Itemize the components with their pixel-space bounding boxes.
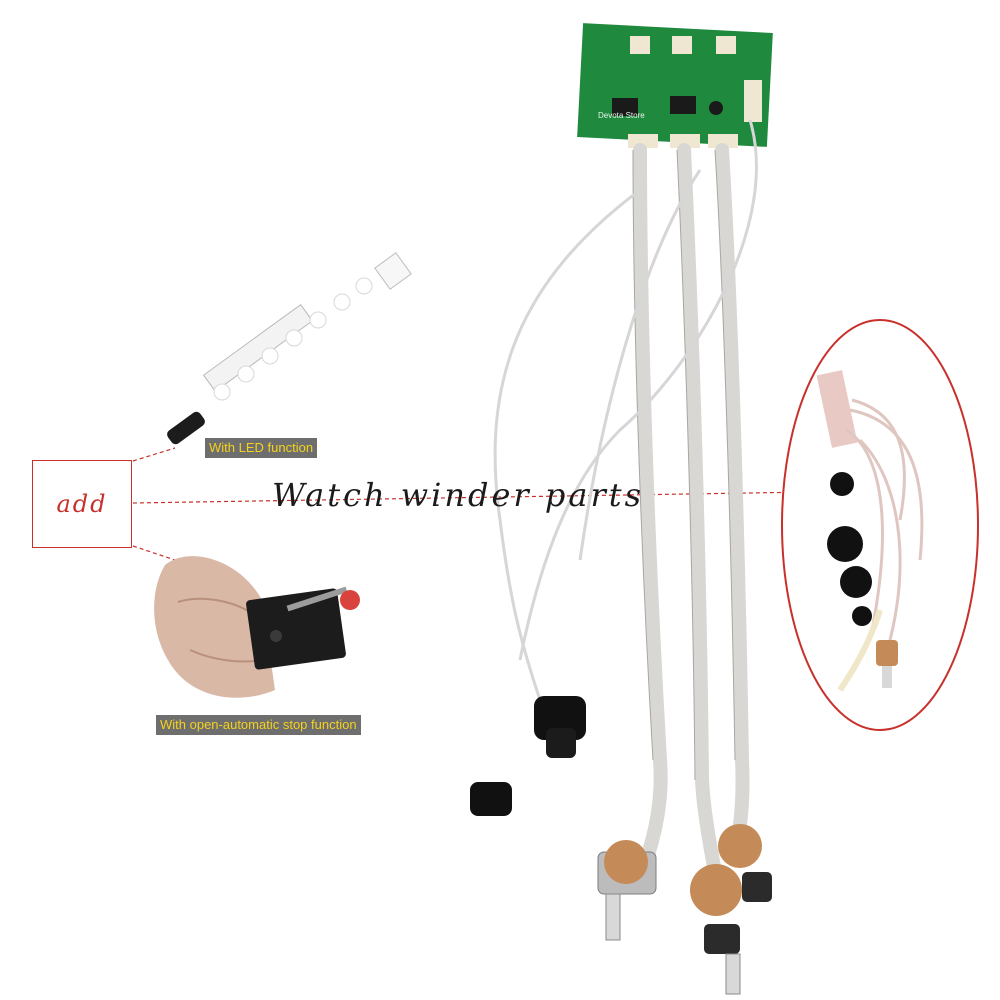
stop-caption: With open-automatic stop function — [156, 715, 361, 735]
accessory-inset — [781, 319, 979, 731]
ribbon-cable-edges — [632, 149, 736, 781]
led-strip — [167, 252, 412, 445]
thin-wires — [493, 119, 758, 701]
title-text: Watch winder parts — [272, 476, 645, 514]
ribbon-cables — [633, 143, 750, 907]
dashed-guides — [132, 447, 811, 561]
pcb-watermark: Devota Store — [598, 111, 645, 120]
led-caption: With LED function — [205, 438, 318, 458]
pcb-board — [577, 23, 773, 148]
micro-switch-in-hand — [154, 556, 360, 698]
add-label: add — [56, 490, 108, 518]
add-box: add — [32, 460, 132, 548]
rocker-switches — [470, 696, 586, 816]
potentiometers — [597, 824, 772, 995]
